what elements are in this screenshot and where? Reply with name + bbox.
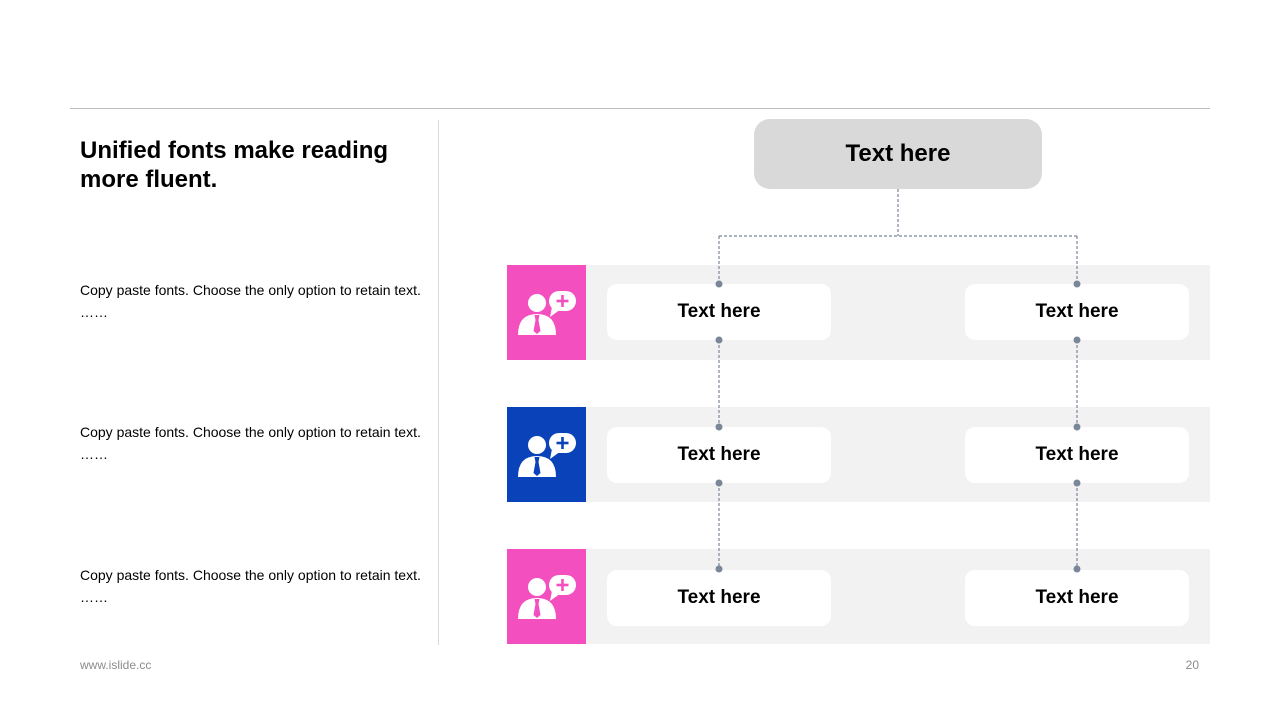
row-icon-tile-2 bbox=[507, 407, 586, 502]
connector-dot bbox=[715, 280, 723, 288]
description-ellipsis: …… bbox=[80, 446, 108, 462]
root-node: Text here bbox=[754, 119, 1042, 189]
description-2: Copy paste fonts. Choose the only option… bbox=[80, 422, 425, 465]
node-row1-left: Text here bbox=[607, 284, 831, 340]
user-chat-icon bbox=[517, 432, 576, 477]
node-row1-right: Text here bbox=[965, 284, 1189, 340]
connector-dot bbox=[1073, 280, 1081, 288]
page-number: 20 bbox=[1185, 658, 1199, 672]
connector-dot bbox=[1073, 479, 1081, 487]
row-icon-tile-1 bbox=[507, 265, 586, 360]
connector-dot bbox=[715, 479, 723, 487]
description-3: Copy paste fonts. Choose the only option… bbox=[80, 565, 425, 608]
node-row2-right: Text here bbox=[965, 427, 1189, 483]
connector-dot bbox=[1073, 565, 1081, 573]
column-divider bbox=[438, 120, 439, 645]
description-text: Copy paste fonts. Choose the only option… bbox=[80, 282, 421, 298]
row-icon-tile-3 bbox=[507, 549, 586, 644]
node-row2-left: Text here bbox=[607, 427, 831, 483]
footer-url: www.islide.cc bbox=[80, 658, 152, 672]
description-text: Copy paste fonts. Choose the only option… bbox=[80, 567, 421, 583]
node-row3-left: Text here bbox=[607, 570, 831, 626]
user-chat-icon bbox=[517, 574, 576, 619]
connector-dot bbox=[715, 565, 723, 573]
description-ellipsis: …… bbox=[80, 304, 108, 320]
connector-dot bbox=[1073, 336, 1081, 344]
header-rule bbox=[70, 108, 1210, 109]
description-text: Copy paste fonts. Choose the only option… bbox=[80, 424, 421, 440]
connector-dot bbox=[715, 336, 723, 344]
connector-dot bbox=[715, 423, 723, 431]
node-row3-right: Text here bbox=[965, 570, 1189, 626]
description-1: Copy paste fonts. Choose the only option… bbox=[80, 280, 425, 323]
user-chat-icon bbox=[517, 290, 576, 335]
connector-dot bbox=[1073, 423, 1081, 431]
slide-headline: Unified fonts make reading more fluent. bbox=[80, 137, 389, 193]
description-ellipsis: …… bbox=[80, 589, 108, 605]
